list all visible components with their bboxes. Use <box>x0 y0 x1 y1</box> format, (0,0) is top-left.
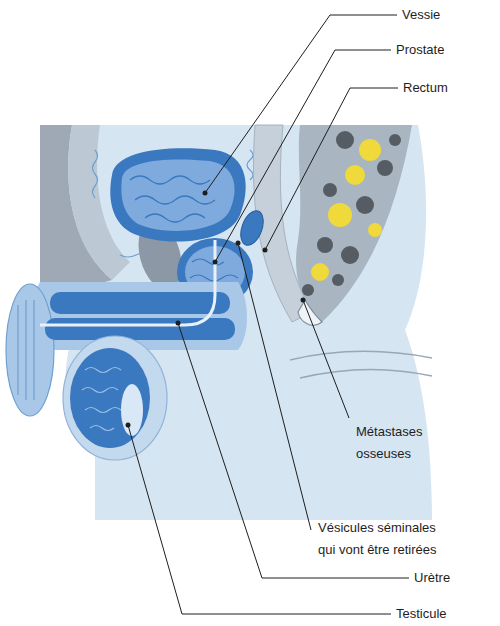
corpus-cavernosum <box>50 292 230 314</box>
thigh-line <box>300 370 432 379</box>
coccyx <box>298 300 322 325</box>
metastasis-yellow <box>345 165 365 185</box>
thigh-line <box>290 352 432 361</box>
leader-line <box>238 243 311 530</box>
testicle-tubules <box>82 368 121 431</box>
metastasis-dark <box>302 284 314 296</box>
corpus-spongiosum <box>45 318 235 340</box>
glans <box>6 284 54 416</box>
leader-line <box>265 88 398 250</box>
leader-line <box>128 425 391 614</box>
part-label: Prostate <box>396 39 444 61</box>
leader-line <box>205 15 397 193</box>
metastasis-yellow <box>328 203 352 227</box>
bladder-folds <box>130 176 215 222</box>
label-anchor: Urètre <box>414 567 450 589</box>
leader-dot <box>213 260 218 265</box>
metastasis-dark <box>332 274 344 286</box>
testicle <box>70 348 150 448</box>
metastasis-dark <box>389 134 401 146</box>
leader-dot <box>263 248 268 253</box>
part-label: Vessie <box>402 4 440 26</box>
leader-line <box>215 50 391 262</box>
seminal-vesicle <box>236 208 267 249</box>
bladder <box>110 148 245 241</box>
part-label: Métastases osseuses <box>356 421 436 465</box>
part-label: Testicule <box>396 603 447 625</box>
leader-dot <box>301 298 306 303</box>
leader-dot <box>203 191 208 196</box>
label-anchor: Vessie <box>402 4 440 26</box>
label-anchor: Vésicules séminales qui vont être retiré… <box>318 517 456 561</box>
label-anchor: Prostate <box>396 39 444 61</box>
metastasis-dark <box>377 160 393 176</box>
metastasis-dark <box>341 246 359 264</box>
part-label: Urètre <box>414 567 450 589</box>
metastasis-yellow <box>359 139 381 161</box>
metastasis-dark <box>336 131 354 149</box>
fiber-line <box>93 150 98 198</box>
label-anchor: Rectum <box>403 77 448 99</box>
label-anchor: Métastases osseuses <box>356 421 436 465</box>
sacrum <box>296 125 412 322</box>
label-anchor: Testicule <box>396 603 447 625</box>
scrotum <box>63 336 167 460</box>
bladder-lining <box>121 159 234 230</box>
metastasis-yellow <box>311 263 329 281</box>
metastasis-yellow <box>368 223 382 237</box>
glans-pattern <box>18 300 34 400</box>
leader-line <box>303 300 349 418</box>
metastasis-dark <box>323 183 337 197</box>
leader-dot <box>236 241 241 246</box>
leader-dot <box>176 321 181 326</box>
metastasis-dark <box>356 196 374 214</box>
part-label: Rectum <box>403 77 448 99</box>
leader-dot <box>126 423 131 428</box>
metastasis-dark <box>317 237 333 253</box>
epididymis <box>121 384 143 436</box>
fiber-line <box>247 150 253 180</box>
urethra <box>40 240 215 325</box>
part-label: Vésicules séminales qui vont être retiré… <box>318 517 456 561</box>
